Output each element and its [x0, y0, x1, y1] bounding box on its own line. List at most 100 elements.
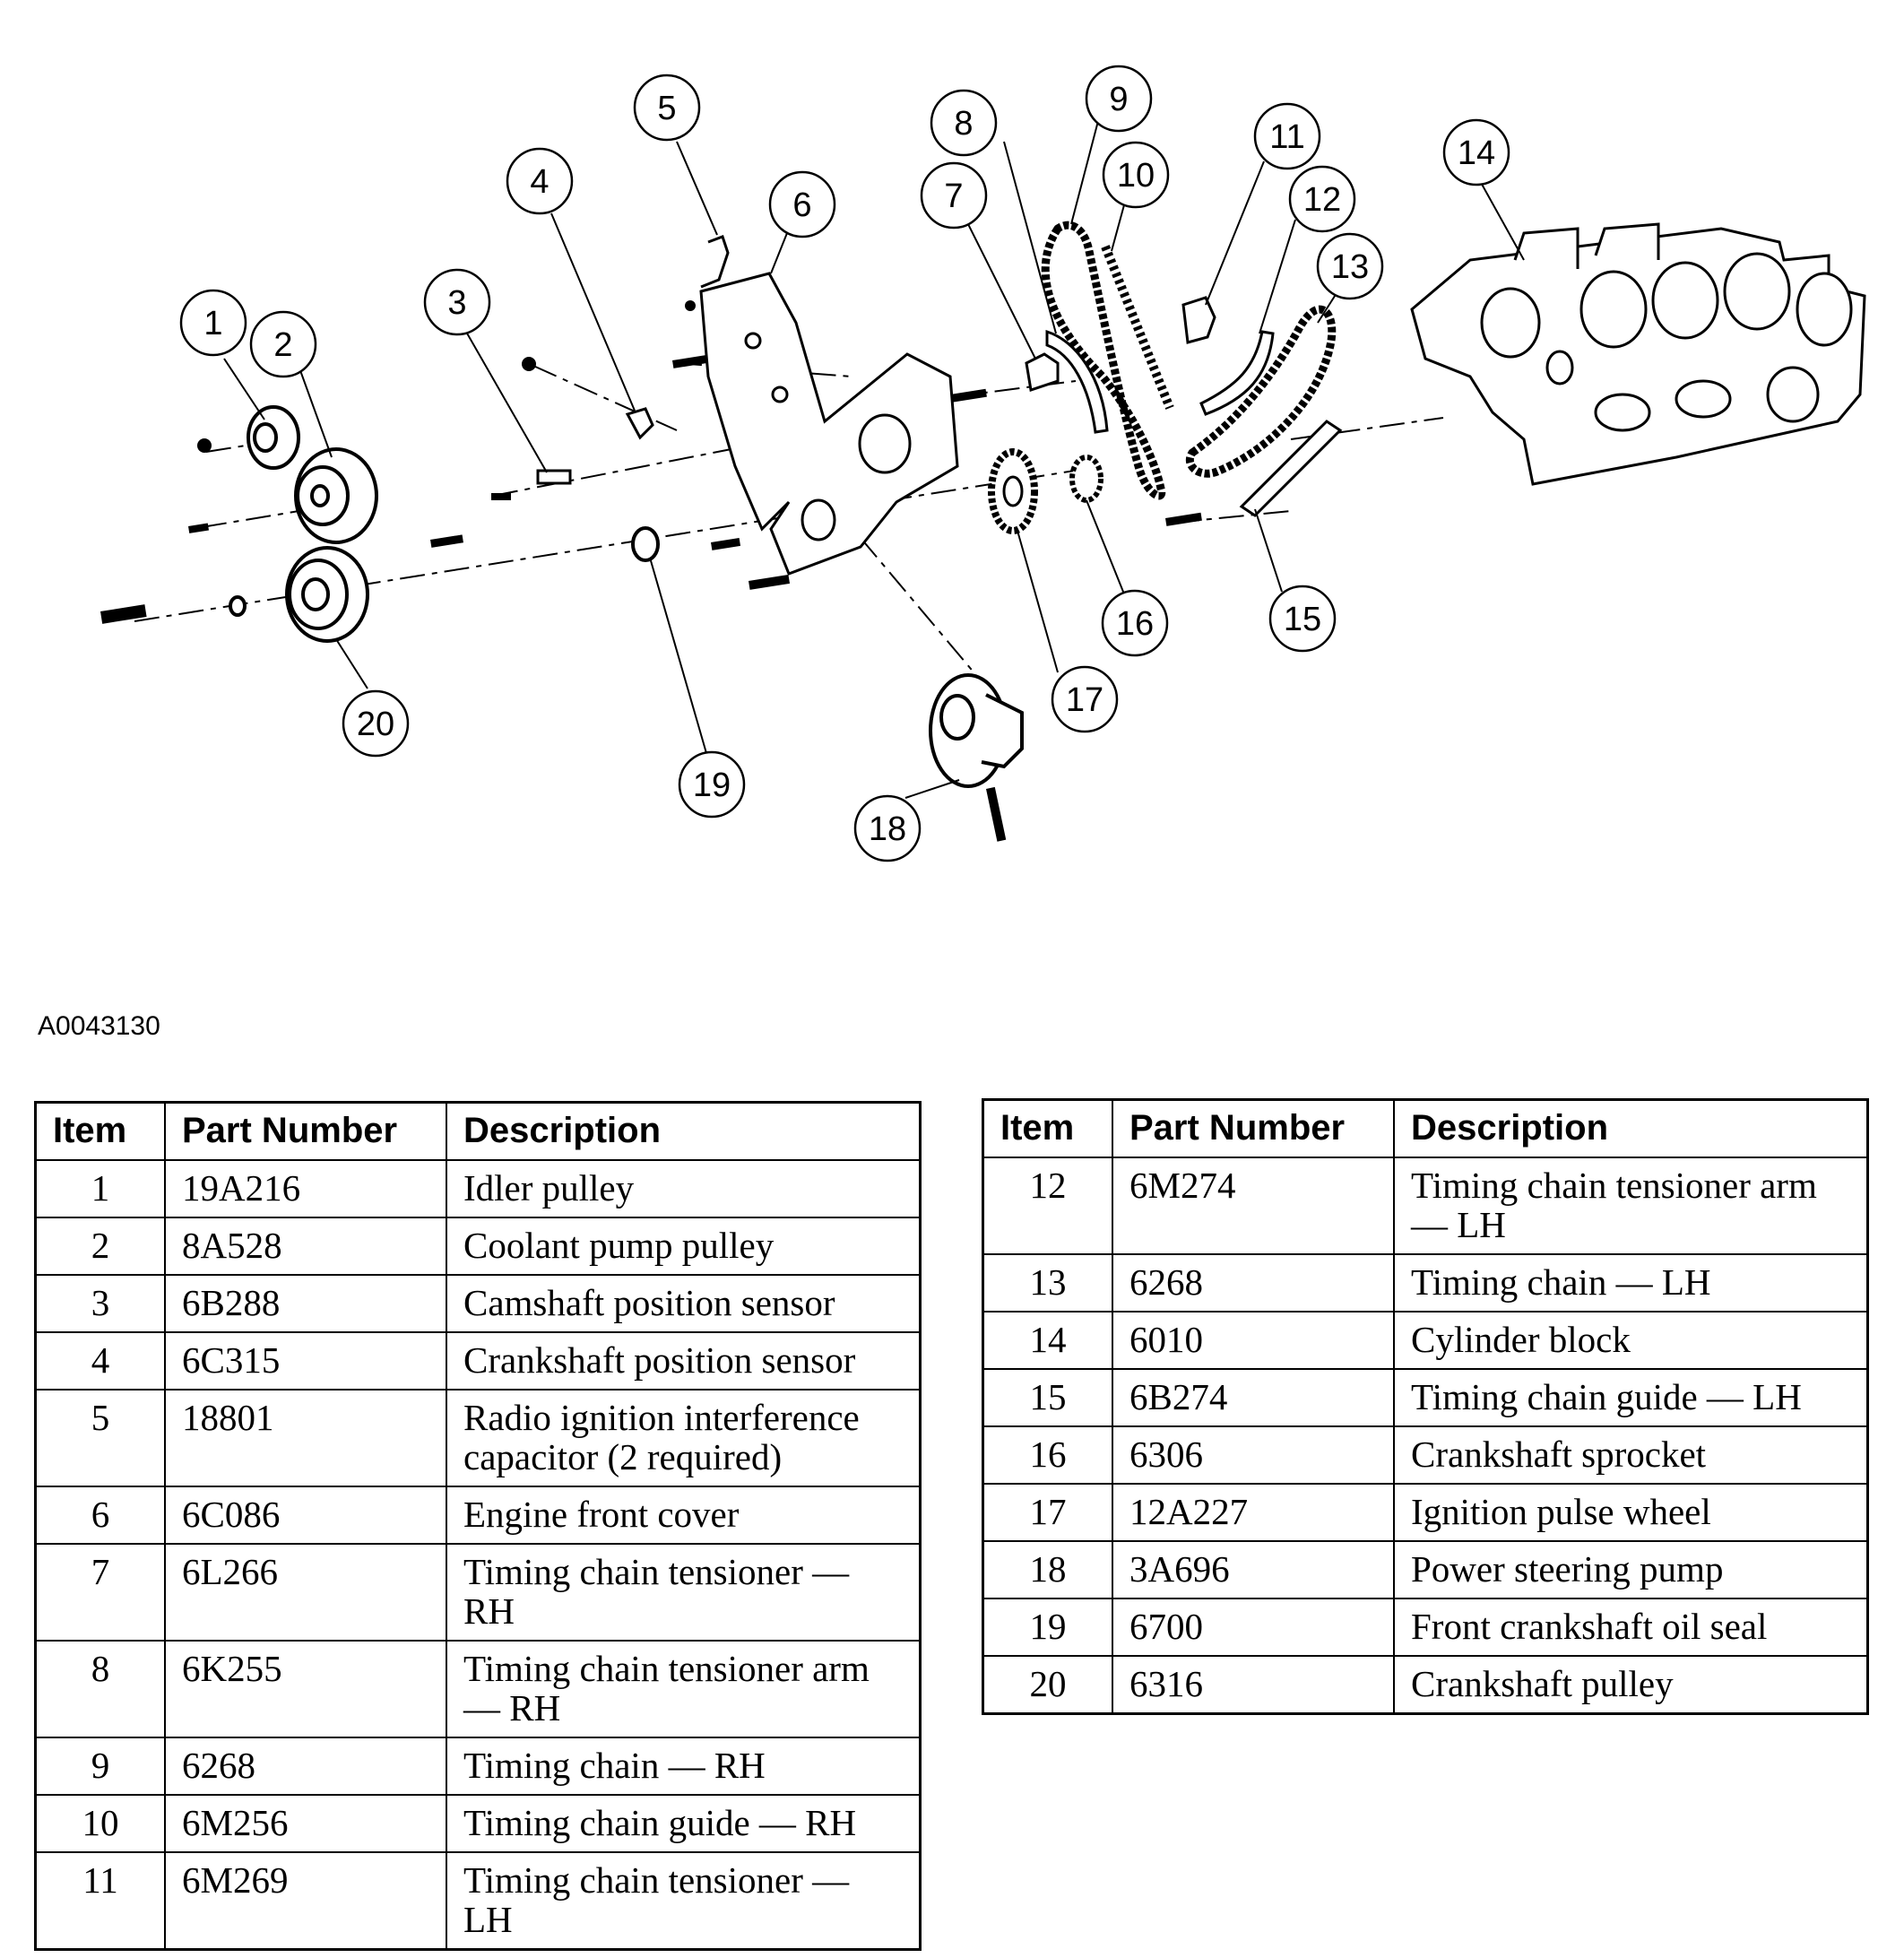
cell-part: 6268 [164, 1737, 447, 1796]
cell-part: 6M274 [1112, 1157, 1395, 1255]
callout-17: 17 [1051, 665, 1119, 733]
cell-item: 9 [34, 1737, 166, 1796]
cell-part: 6268 [1112, 1253, 1395, 1313]
exploded-diagram: 1 2 3 4 5 6 7 8 9 10 11 12 13 14 15 16 1… [100, 65, 1866, 862]
cell-desc: Timing chain tensioner — RH [446, 1543, 922, 1642]
svg-text:10: 10 [1117, 157, 1155, 195]
cell-part: 6306 [1112, 1425, 1395, 1485]
header-item: Item [34, 1101, 166, 1161]
callout-6: 6 [768, 170, 836, 238]
cell-item: 4 [34, 1331, 166, 1391]
cell-part: 8A528 [164, 1217, 447, 1276]
cell-item: 2 [34, 1217, 166, 1276]
cell-part: 6B274 [1112, 1368, 1395, 1427]
cell-item: 17 [982, 1483, 1113, 1542]
cell-item: 11 [34, 1851, 166, 1951]
cell-item: 8 [34, 1640, 166, 1738]
callout-3: 3 [423, 268, 491, 336]
cell-desc: Power steering pump [1393, 1540, 1869, 1599]
cell-desc: Cylinder block [1393, 1311, 1869, 1370]
cell-desc: Timing chain tensioner arm — LH [1393, 1157, 1869, 1255]
callout-2: 2 [249, 310, 317, 378]
cell-item: 6 [34, 1486, 166, 1545]
cell-desc: Timing chain tensioner arm — RH [446, 1640, 922, 1738]
svg-text:3: 3 [447, 284, 466, 322]
svg-text:7: 7 [944, 178, 963, 215]
cell-item: 19 [982, 1598, 1113, 1657]
cell-part: 6700 [1112, 1598, 1395, 1657]
cell-desc: Front crankshaft oil seal [1393, 1598, 1869, 1657]
cell-desc: Timing chain — RH [446, 1737, 922, 1796]
idler-pulley-shape [247, 405, 300, 470]
svg-text:13: 13 [1331, 248, 1369, 286]
cell-desc: Engine front cover [446, 1486, 922, 1545]
table-header-row: Item Part Number Description [34, 1101, 922, 1161]
cell-desc: Timing chain — LH [1393, 1253, 1869, 1313]
cell-desc: Timing chain guide — LH [1393, 1368, 1869, 1427]
header-description: Description [446, 1101, 922, 1161]
cell-desc: Ignition pulse wheel [1393, 1483, 1869, 1542]
figure-id: A0043130 [38, 1011, 160, 1041]
callout-4: 4 [506, 147, 574, 215]
svg-text:18: 18 [869, 810, 906, 848]
cell-part: 3A696 [1112, 1540, 1395, 1599]
cell-part: 6010 [1112, 1311, 1395, 1370]
cell-desc: Radio ignition interference capacitor (2… [446, 1389, 922, 1487]
cell-desc: Coolant pump pulley [446, 1217, 922, 1276]
header-item: Item [982, 1098, 1113, 1158]
cell-part: 6B288 [164, 1274, 447, 1333]
callout-9: 9 [1085, 65, 1153, 133]
cell-desc: Crankshaft position sensor [446, 1331, 922, 1391]
callout-15: 15 [1268, 585, 1337, 653]
cell-part: 6K255 [164, 1640, 447, 1738]
cell-item: 10 [34, 1794, 166, 1853]
cell-item: 5 [34, 1389, 166, 1487]
callout-19: 19 [678, 750, 746, 819]
cell-item: 18 [982, 1540, 1113, 1599]
cell-part: 18801 [164, 1389, 447, 1487]
header-part-number: Part Number [1112, 1098, 1395, 1158]
svg-text:2: 2 [273, 326, 292, 364]
cell-desc: Idler pulley [446, 1159, 922, 1218]
svg-text:17: 17 [1066, 681, 1103, 719]
cell-item: 1 [34, 1159, 166, 1218]
svg-text:9: 9 [1109, 81, 1128, 118]
svg-text:19: 19 [693, 767, 731, 804]
cell-item: 16 [982, 1425, 1113, 1485]
svg-text:6: 6 [792, 186, 811, 224]
cell-part: 6C086 [164, 1486, 447, 1545]
cell-item: 13 [982, 1253, 1113, 1313]
cell-part: 6M256 [164, 1794, 447, 1853]
callout-18: 18 [853, 794, 922, 862]
callout-20: 20 [342, 689, 410, 758]
cell-desc: Timing chain guide — RH [446, 1794, 922, 1853]
table-header-row: Item Part Number Description [982, 1098, 1869, 1158]
cell-part: 12A227 [1112, 1483, 1395, 1542]
cell-desc: Crankshaft sprocket [1393, 1425, 1869, 1485]
cell-item: 15 [982, 1368, 1113, 1427]
cell-item: 14 [982, 1311, 1113, 1370]
callout-8: 8 [930, 89, 998, 157]
cell-item: 12 [982, 1157, 1113, 1255]
cell-desc: Timing chain tensioner — LH [446, 1851, 922, 1951]
cell-part: 6316 [1112, 1655, 1395, 1715]
